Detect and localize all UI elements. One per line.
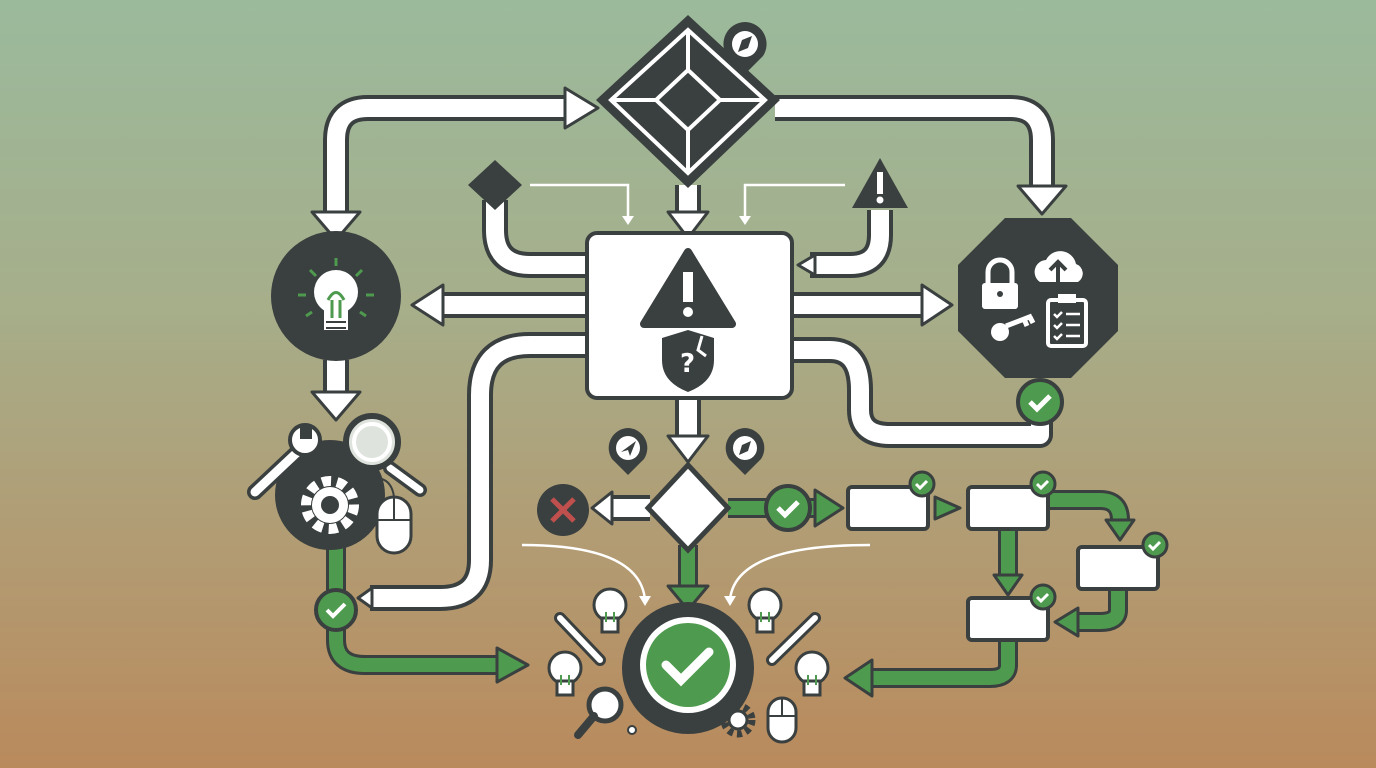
compass-pin-icon bbox=[725, 428, 765, 475]
check-icon bbox=[661, 647, 714, 687]
lightbulb-icon bbox=[298, 258, 374, 330]
magnifier-icon bbox=[343, 413, 427, 497]
key-icon bbox=[991, 313, 1036, 341]
process-box[interactable] bbox=[966, 583, 1057, 642]
arrowheads bbox=[310, 86, 1068, 610]
gear-icon bbox=[301, 476, 359, 534]
mouse-icon bbox=[375, 477, 413, 555]
gear-icon bbox=[720, 702, 756, 738]
warning-icon bbox=[640, 248, 736, 328]
wrench-icon bbox=[554, 612, 606, 666]
wrench-icon bbox=[766, 612, 821, 666]
guide-lines bbox=[521, 183, 871, 606]
lightbulb-icon bbox=[747, 587, 783, 634]
process-box[interactable] bbox=[966, 470, 1057, 531]
connectors bbox=[323, 95, 1055, 611]
reject-node[interactable] bbox=[537, 484, 589, 536]
lightbulb-icon bbox=[592, 587, 628, 634]
navigation-pin-icon bbox=[608, 428, 648, 475]
lock-icon bbox=[982, 257, 1018, 309]
warning-triangle-marker bbox=[852, 158, 908, 208]
check-badge bbox=[1016, 378, 1064, 426]
wrench-icon bbox=[247, 423, 322, 500]
success-node[interactable] bbox=[622, 602, 754, 734]
security-node[interactable] bbox=[958, 218, 1118, 378]
warning-box[interactable]: ? bbox=[585, 231, 794, 400]
decision-diamond[interactable] bbox=[644, 461, 732, 554]
compass-pin-icon bbox=[723, 22, 767, 74]
tools-node[interactable] bbox=[247, 413, 427, 555]
magnifier-icon bbox=[574, 686, 637, 739]
cloud-upload-icon bbox=[1034, 251, 1083, 282]
svg-text:?: ? bbox=[680, 349, 695, 379]
small-diamond-marker bbox=[468, 160, 522, 210]
process-box[interactable] bbox=[1076, 531, 1169, 591]
idea-node[interactable] bbox=[271, 231, 401, 361]
mouse-icon bbox=[766, 696, 798, 744]
process-box[interactable] bbox=[846, 470, 936, 531]
bottom-decorations bbox=[547, 587, 830, 744]
process-boxes bbox=[846, 470, 1169, 642]
clipboard-checklist-icon bbox=[1046, 294, 1088, 348]
check-badge bbox=[314, 588, 358, 632]
x-icon bbox=[550, 497, 576, 523]
lightbulb-icon bbox=[794, 650, 830, 697]
success-connectors bbox=[326, 488, 1136, 698]
lightbulb-icon bbox=[547, 650, 583, 697]
shield-question-icon: ? bbox=[662, 330, 714, 392]
check-badge bbox=[764, 484, 812, 532]
